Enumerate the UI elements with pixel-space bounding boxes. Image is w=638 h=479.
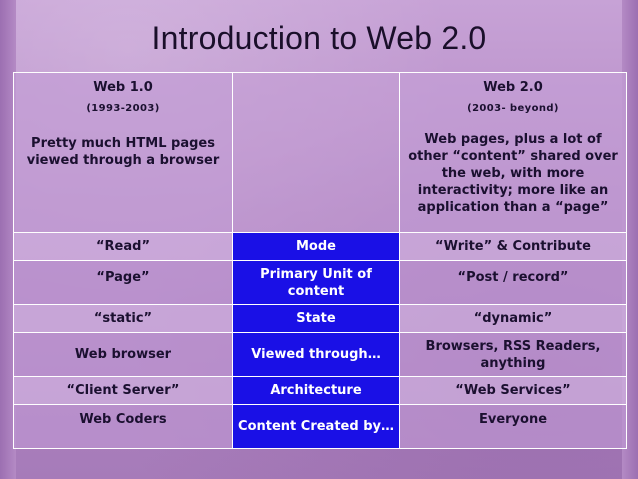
table-row: “Page” Primary Unit of content “Post / r… — [13, 260, 627, 305]
web1-cell: “Client Server” — [13, 376, 233, 405]
left-edge-decoration — [0, 0, 16, 479]
aspect-cell: Mode — [232, 232, 400, 261]
aspect-cell: Architecture — [232, 376, 400, 405]
web1-cell: Web browser — [13, 332, 233, 377]
web2-name: Web 2.0 — [483, 80, 543, 95]
web1-name: Web 1.0 — [93, 80, 153, 95]
web2-cell: “Post / record” — [399, 260, 627, 305]
web2-years: (2003- beyond) — [467, 103, 559, 114]
aspect-cell: Viewed through… — [232, 332, 400, 377]
web1-cell: “static” — [13, 304, 233, 333]
table-row: Web browser Viewed through… Browsers, RS… — [13, 332, 627, 377]
web2-cell: “dynamic” — [399, 304, 627, 333]
table-row: “static” State “dynamic” — [13, 304, 627, 333]
web1-cell: Web Coders — [13, 404, 233, 449]
web1-years: (1993-2003) — [86, 103, 160, 114]
comparison-table: Web 1.0 (1993-2003) Pretty much HTML pag… — [13, 72, 627, 449]
web1-cell: “Page” — [13, 260, 233, 305]
table-row: Web Coders Content Created by… Everyone — [13, 404, 627, 449]
table-row: “Client Server” Architecture “Web Servic… — [13, 376, 627, 405]
web2-cell: “Write” & Contribute — [399, 232, 627, 261]
slide-title: Introduction to Web 2.0 — [151, 20, 487, 56]
table-row: “Read” Mode “Write” & Contribute — [13, 232, 627, 261]
aspect-cell: State — [232, 304, 400, 333]
web1-header-cell: Web 1.0 (1993-2003) Pretty much HTML pag… — [13, 72, 233, 233]
aspect-cell: Content Created by… — [232, 404, 400, 449]
web2-cell: “Web Services” — [399, 376, 627, 405]
web1-description: Pretty much HTML pages viewed through a … — [26, 136, 220, 168]
web1-cell: “Read” — [13, 232, 233, 261]
web2-cell: Browsers, RSS Readers, anything — [399, 332, 627, 377]
web2-description: Web pages, plus a lot of other “content”… — [408, 132, 618, 215]
aspect-cell: Primary Unit of content — [232, 260, 400, 305]
header-middle-cell — [232, 72, 400, 233]
web2-header-cell: Web 2.0 (2003- beyond) Web pages, plus a… — [399, 72, 627, 233]
web2-cell: Everyone — [399, 404, 627, 449]
table-header-row: Web 1.0 (1993-2003) Pretty much HTML pag… — [13, 72, 627, 233]
